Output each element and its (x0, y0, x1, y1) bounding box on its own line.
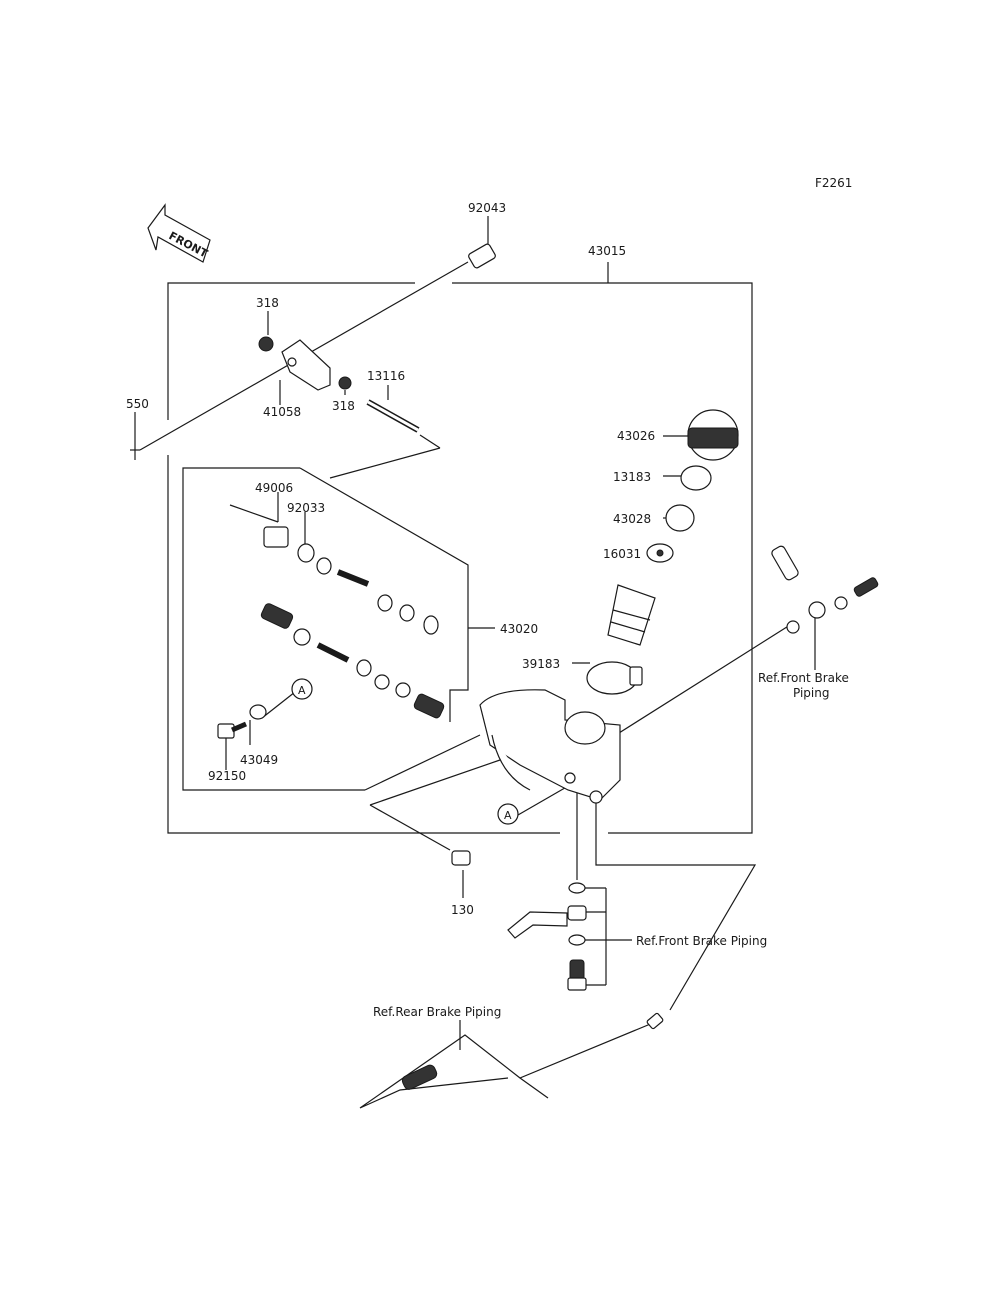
clevis-41058 (281, 339, 331, 391)
diaphragm-43028 (665, 504, 695, 532)
label-16031: 16031 (603, 547, 641, 561)
label-318-left: 318 (256, 296, 279, 310)
label-13116: 13116 (367, 369, 405, 383)
figure-code: F2261 (815, 176, 852, 190)
ref-rear-brake-piping: Ref.Rear Brake Piping (373, 1005, 501, 1019)
label-13183: 13183 (613, 470, 651, 484)
front-arrow-icon: FRONT (147, 203, 211, 263)
pin-92043 (468, 243, 496, 269)
bolt-130 (451, 850, 471, 866)
spring-upper (260, 603, 294, 629)
label-43020: 43020 (500, 622, 538, 636)
marker-a-kit-text: A (298, 684, 306, 697)
label-92033: 92033 (287, 501, 325, 515)
nut-318-left (258, 336, 274, 352)
label-43015: 43015 (588, 244, 626, 258)
nut-318-right (338, 376, 352, 390)
front-brake-fitting-bottom (507, 882, 587, 991)
ref-front-brake-piping-right-line1: Ref.Front Brake (758, 671, 849, 685)
master-cylinder-body (479, 689, 621, 804)
front-brake-fitting-right (771, 545, 879, 634)
piston-parts-upper (316, 557, 439, 635)
marker-a-body-text: A (504, 809, 512, 822)
reservoir-boot (607, 584, 656, 646)
ring-92033 (297, 543, 315, 563)
cap-43026 (687, 409, 739, 461)
label-550: 550 (126, 397, 149, 411)
marker-a-body: A (497, 803, 519, 825)
spring-lower (413, 693, 445, 719)
label-130: 130 (451, 903, 474, 917)
label-92043: 92043 (468, 201, 506, 215)
marker-a-kit: A (291, 678, 313, 700)
ref-front-brake-piping-right-line2: Piping (793, 686, 829, 700)
label-41058: 41058 (263, 405, 301, 419)
label-43028: 43028 (613, 512, 651, 526)
label-318-right: 318 (332, 399, 355, 413)
cup-49006 (263, 526, 289, 548)
washer-43049 (249, 704, 267, 720)
clamp-39183 (586, 661, 643, 695)
plate-13183 (680, 465, 712, 491)
label-43049: 43049 (240, 753, 278, 767)
piston-parts-lower (293, 628, 411, 698)
label-39183: 39183 (522, 657, 560, 671)
assembly-43015-bracket (167, 262, 753, 834)
ref-front-brake-piping-bottom: Ref.Front Brake Piping (636, 934, 767, 948)
label-43026: 43026 (617, 429, 655, 443)
label-49006: 49006 (255, 481, 293, 495)
label-92150: 92150 (208, 769, 246, 783)
leader-lines (130, 216, 816, 1050)
push-rod-13116 (366, 399, 420, 433)
bolt-92150 (217, 721, 247, 739)
rear-brake-pipe (359, 1012, 664, 1109)
kit-43020-bracket (182, 467, 495, 791)
washer-16031 (646, 543, 674, 563)
